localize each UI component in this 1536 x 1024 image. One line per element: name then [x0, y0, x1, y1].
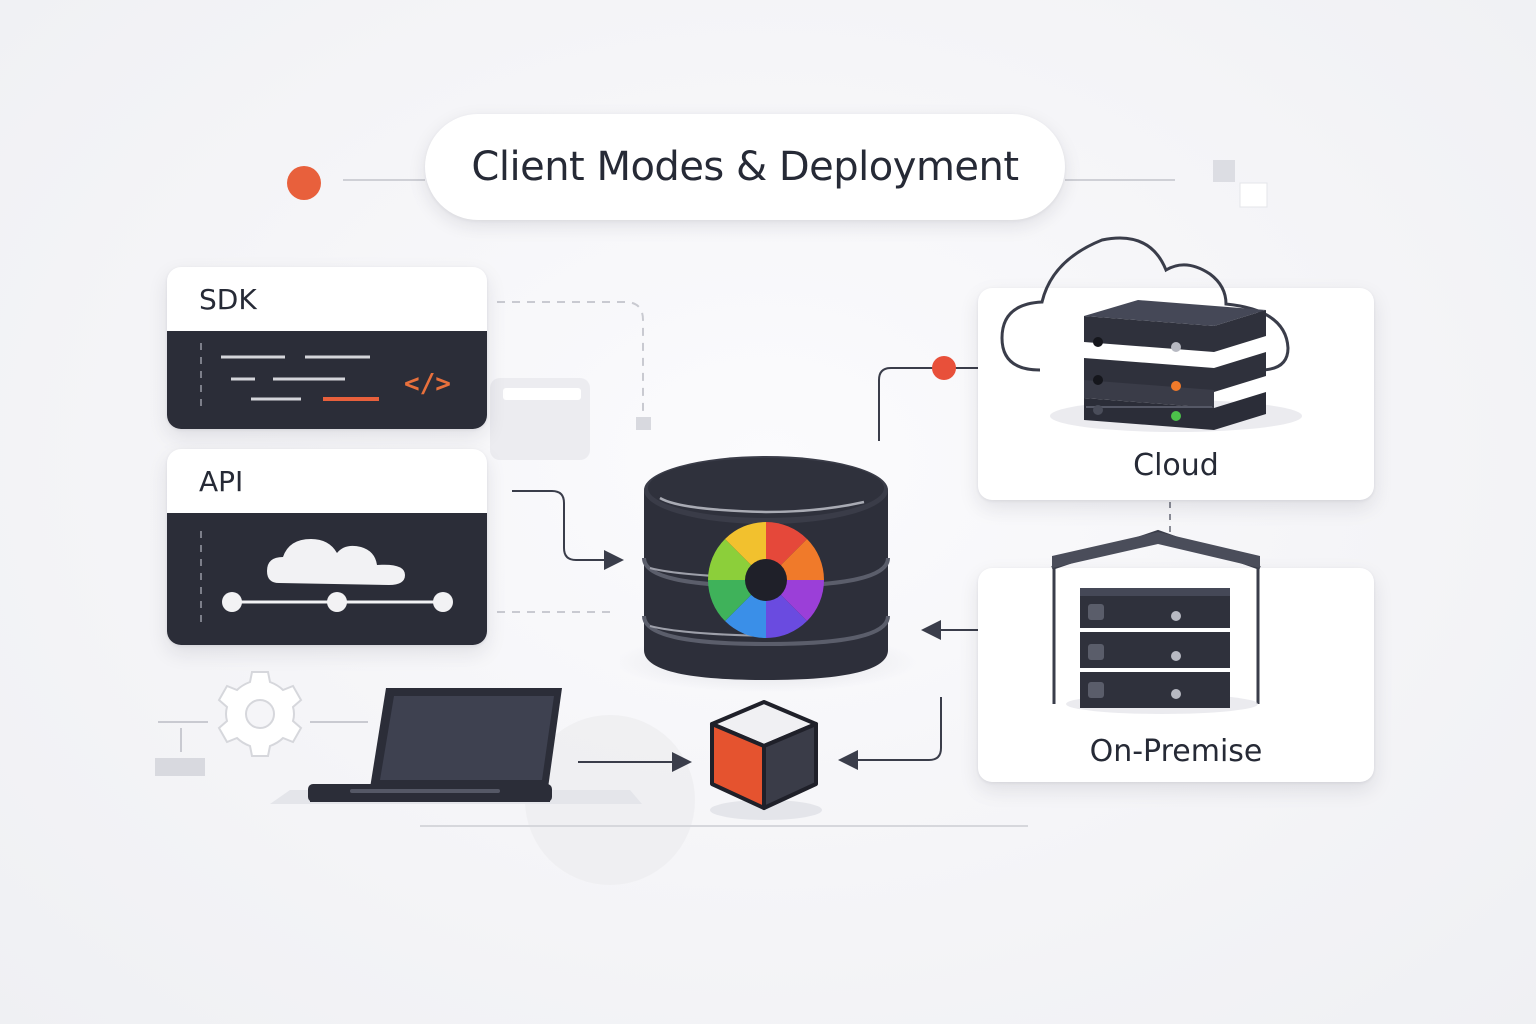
- decor-square-1: [1213, 160, 1235, 182]
- page-title: Client Modes & Deployment: [471, 144, 1019, 190]
- api-card: API: [167, 449, 487, 645]
- sdk-label: SDK: [199, 282, 257, 316]
- api-panel: [167, 513, 487, 645]
- api-card-header: API: [167, 449, 487, 513]
- sdk-card: SDK </>: [167, 267, 487, 429]
- package-cube-icon: [710, 700, 822, 820]
- accent-dot-icon: [287, 166, 321, 200]
- cloud-network-icon: [200, 531, 453, 623]
- cloud-connector: [878, 367, 996, 441]
- title-pill: Client Modes & Deployment: [425, 114, 1065, 220]
- gear-icon: [217, 671, 303, 757]
- onprem-label: On-Premise: [1089, 734, 1263, 769]
- api-label: API: [199, 464, 244, 498]
- code-symbol: </>: [404, 369, 451, 399]
- laptop-icon: [270, 688, 642, 804]
- warehouse-server-icon: [1051, 529, 1261, 714]
- decor-block: [155, 758, 205, 776]
- code-icon: [200, 343, 379, 411]
- sdk-connector: [497, 301, 644, 420]
- sdk-card-header: SDK: [167, 267, 487, 331]
- decor-square-3: [636, 417, 651, 430]
- cloud-server-icon: [1000, 236, 1302, 432]
- api-connector-arrow: [512, 490, 624, 570]
- database-color-wheel-icon: [620, 456, 916, 692]
- decor-card-left-bar: [503, 388, 581, 400]
- sdk-code-panel: </>: [167, 331, 487, 429]
- cloud-connector-dot: [932, 356, 956, 380]
- decor-square-2: [1239, 182, 1268, 208]
- onprem-cube-arrow: [838, 697, 942, 770]
- cloud-label: Cloud: [1133, 448, 1219, 483]
